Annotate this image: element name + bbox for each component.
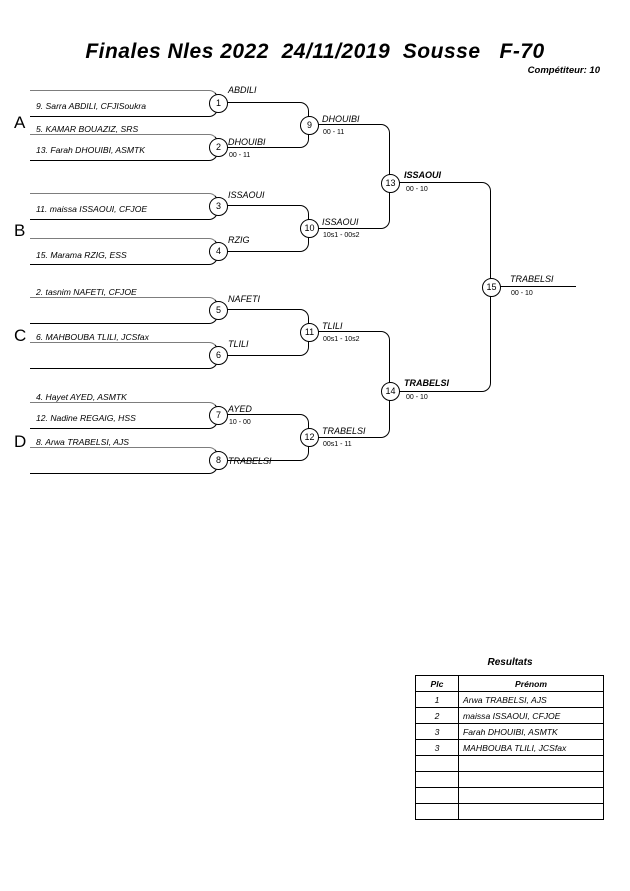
- section-label-c: C: [14, 326, 27, 345]
- result-plc: [415, 755, 459, 772]
- match-score-13: 00 - 10: [406, 186, 428, 193]
- match-winner-10: ISSAOUI: [322, 217, 359, 227]
- table-row: [415, 787, 604, 804]
- match-score-7: 10 - 00: [229, 419, 251, 426]
- match-winner-5: NAFETI: [228, 294, 261, 304]
- match-winner-4: RZIG: [228, 235, 250, 245]
- match-winner-8: TRABELSI: [228, 456, 272, 466]
- bracket-pair-6: [30, 342, 218, 369]
- match-winner-2: DHOUIBI: [228, 137, 266, 147]
- competitor-count: Compétiteur: 10: [527, 65, 600, 76]
- match-winner-7: AYED: [228, 404, 252, 414]
- match-score-9: 00 - 11: [323, 129, 345, 136]
- player-slot-5-top: 2. tasnim NAFETI, CFJOE: [36, 287, 137, 297]
- final-winner-line: [498, 286, 576, 287]
- match-winner-1: ABDILI: [228, 85, 257, 95]
- results-column-prenom: Prénom: [458, 675, 604, 692]
- player-slot-4-bottom: 15. Marama RZIG, ESS: [36, 250, 127, 260]
- result-plc: 3: [415, 739, 459, 756]
- match-winner-11: TLILI: [322, 321, 343, 331]
- match-winner-13: ISSAOUI: [404, 170, 442, 180]
- match-circle-2[interactable]: 2: [209, 138, 228, 157]
- match-score-15: 00 - 10: [511, 290, 533, 297]
- section-label-b: B: [14, 221, 26, 240]
- match-score-11: 00s1 - 10s2: [323, 336, 360, 343]
- bracket-link-9: [218, 102, 309, 148]
- match-winner-12: TRABELSI: [322, 426, 366, 436]
- match-circle-11[interactable]: 11: [300, 323, 319, 342]
- result-plc: [415, 787, 459, 804]
- page-title: Finales Nles 2022 24/11/2019 Sousse F-70: [85, 40, 545, 63]
- bracket-link-10: [218, 205, 309, 252]
- result-plc: 1: [415, 691, 459, 708]
- bracket-pair-5: [30, 297, 218, 324]
- match-winner-6: TLILI: [228, 339, 249, 349]
- results-header-row: Plc Prénom: [415, 675, 604, 692]
- player-slot-3-bottom: 11. maissa ISSAOUI, CFJOE: [36, 204, 148, 214]
- results-column-plc: Plc: [415, 675, 459, 692]
- match-circle-13[interactable]: 13: [381, 174, 400, 193]
- bracket-link-12: [218, 414, 309, 461]
- section-label-d: D: [14, 432, 27, 451]
- match-circle-1[interactable]: 1: [209, 94, 228, 113]
- match-circle-9[interactable]: 9: [300, 116, 319, 135]
- bracket-pair-8: [30, 447, 218, 474]
- player-slot-8-top: 8. Arwa TRABELSI, AJS: [36, 437, 129, 447]
- result-name: [458, 755, 604, 772]
- player-slot-7-bottom: 12. Nadine REGAIG, HSS: [36, 413, 136, 423]
- player-slot-6-top: 6. MAHBOUBA TLILI, JCSfax: [36, 332, 149, 342]
- bracket-link-15: [390, 182, 491, 392]
- table-row: [415, 771, 604, 788]
- match-circle-5[interactable]: 5: [209, 301, 228, 320]
- match-winner-14: TRABELSI: [404, 378, 449, 388]
- match-winner-15: TRABELSI: [510, 274, 554, 284]
- result-plc: 2: [415, 707, 459, 724]
- match-circle-6[interactable]: 6: [209, 346, 228, 365]
- section-label-a: A: [14, 113, 26, 132]
- player-slot-2-top: 5. KAMAR BOUAZIZ, SRS: [36, 124, 139, 134]
- player-slot-1-bottom: 9. Sarra ABDILI, CFJISoukra: [36, 101, 147, 111]
- result-name: Farah DHOUIBI, ASMTK: [458, 723, 604, 740]
- match-score-14: 00 - 10: [406, 394, 428, 401]
- match-score-10: 10s1 - 00s2: [323, 232, 360, 239]
- match-circle-8[interactable]: 8: [209, 451, 228, 470]
- match-circle-14[interactable]: 14: [381, 382, 400, 401]
- table-row: [415, 803, 604, 820]
- result-name: maissa ISSAOUI, CFJOE: [458, 707, 604, 724]
- match-winner-3: ISSAOUI: [228, 190, 265, 200]
- result-plc: [415, 771, 459, 788]
- result-plc: [415, 803, 459, 820]
- results-title: Resultats: [487, 657, 533, 668]
- result-name: [458, 771, 604, 788]
- bracket-link-11: [218, 309, 309, 356]
- match-circle-3[interactable]: 3: [209, 197, 228, 216]
- match-winner-9: DHOUIBI: [322, 114, 360, 124]
- table-row: [415, 755, 604, 772]
- match-circle-4[interactable]: 4: [209, 242, 228, 261]
- match-score-2: 00 - 11: [229, 152, 251, 159]
- player-slot-7-top: 4. Hayet AYED, ASMTK: [36, 392, 127, 402]
- match-circle-15[interactable]: 15: [482, 278, 501, 297]
- match-circle-7[interactable]: 7: [209, 406, 228, 425]
- bracket-link-13: [309, 124, 390, 229]
- match-circle-10[interactable]: 10: [300, 219, 319, 238]
- result-name: [458, 787, 604, 804]
- bracket-link-14: [309, 331, 390, 438]
- player-slot-2-bottom: 13. Farah DHOUIBI, ASMTK: [36, 145, 146, 155]
- result-name: Arwa TRABELSI, AJS: [458, 691, 604, 708]
- result-name: [458, 803, 604, 820]
- result-name: MAHBOUBA TLILI, JCSfax: [458, 739, 604, 756]
- match-score-12: 00s1 - 11: [323, 441, 352, 448]
- result-plc: 3: [415, 723, 459, 740]
- match-circle-12[interactable]: 12: [300, 428, 319, 447]
